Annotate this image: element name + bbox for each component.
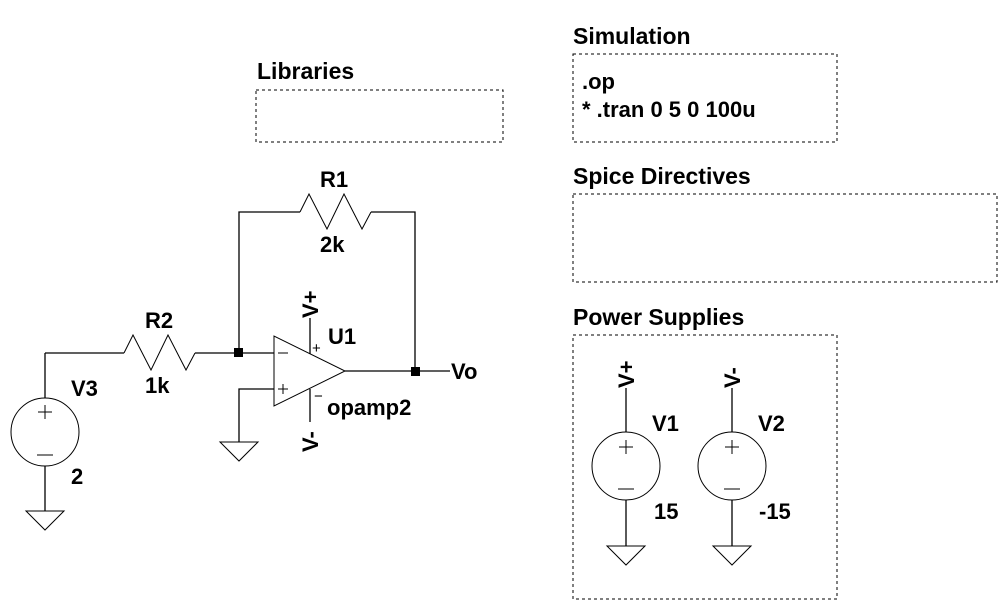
v2-value[interactable]: -15: [759, 499, 791, 524]
v2-name: V2: [758, 411, 785, 436]
ground-icon: [218, 441, 260, 462]
v1-name: V1: [652, 411, 679, 436]
voltage-source-v1[interactable]: V+ V1 15: [591, 360, 679, 566]
r2-value[interactable]: 1k: [145, 373, 170, 398]
voltage-source-v3[interactable]: V3 2: [10, 353, 98, 531]
spice-directives-section: Spice Directives: [572, 163, 998, 283]
spice-directives-box[interactable]: [572, 193, 998, 283]
junction-dot: [411, 367, 420, 376]
simulation-directive-tran[interactable]: * .tran 0 5 0 100u: [582, 97, 756, 122]
power-supplies-section: Power Supplies V+ V1 15 V- V2 -15: [572, 304, 838, 600]
simulation-section: Simulation .op * .tran 0 5 0 100u: [572, 23, 838, 143]
vplus-pin-sign: +: [312, 340, 321, 357]
v2-net-label: V-: [720, 367, 745, 388]
r1-value[interactable]: 2k: [320, 232, 345, 257]
ground-icon: [24, 510, 66, 531]
resistor-symbol: [299, 192, 372, 231]
simulation-box[interactable]: [572, 53, 838, 143]
v1-net-label: V+: [614, 360, 639, 388]
opamp-vminus-label: V-: [298, 431, 323, 452]
u1-name: U1: [328, 324, 356, 349]
wire: [238, 211, 300, 353]
v3-name: V3: [71, 376, 98, 401]
r2-name: R2: [145, 308, 173, 333]
v1-value[interactable]: 15: [654, 499, 678, 524]
opamp-u1[interactable]: + − V+ V- U1 opamp2: [273, 290, 411, 452]
libraries-title: Libraries: [257, 58, 354, 84]
power-supplies-title: Power Supplies: [573, 304, 744, 330]
ground-icon: [605, 545, 647, 566]
wire: [238, 388, 274, 442]
opamp-vplus-label: V+: [298, 290, 323, 318]
simulation-title: Simulation: [573, 23, 691, 49]
vminus-pin-sign: −: [314, 388, 323, 405]
resistor-symbol: [123, 333, 196, 372]
libraries-box[interactable]: [255, 89, 504, 143]
simulation-directive-op[interactable]: .op: [582, 69, 615, 94]
wire: [371, 211, 416, 371]
voltage-source-v2[interactable]: V- V2 -15: [697, 367, 791, 566]
ground-icon: [711, 545, 753, 566]
spice-directives-title: Spice Directives: [573, 163, 751, 189]
u1-model[interactable]: opamp2: [327, 395, 411, 420]
libraries-section: Libraries: [255, 58, 504, 143]
inverting-amplifier-circuit: V3 2 R2 1k R1 2k: [10, 167, 477, 531]
output-net-label[interactable]: Vo: [451, 359, 477, 384]
v3-value[interactable]: 2: [71, 464, 83, 489]
r1-name: R1: [320, 167, 348, 192]
power-supplies-box[interactable]: [572, 334, 838, 600]
resistor-r1[interactable]: R1 2k: [299, 167, 372, 257]
resistor-r2[interactable]: R2 1k: [123, 308, 196, 398]
